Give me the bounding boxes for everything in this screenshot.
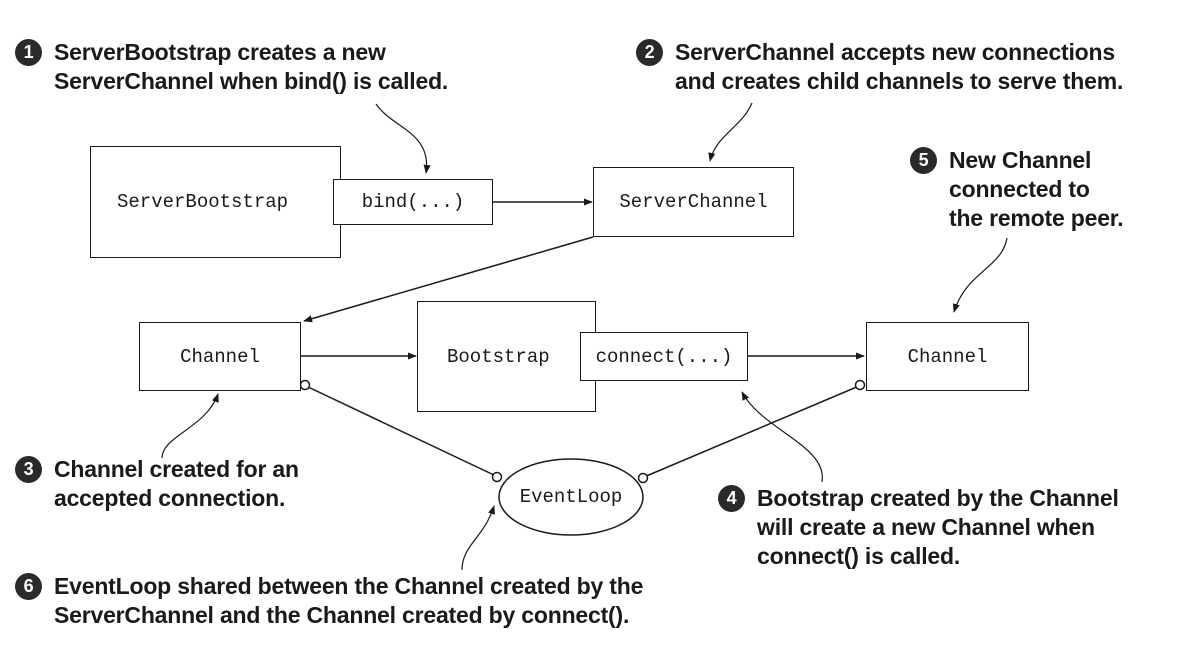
- link-end-eventloop-left: [491, 471, 503, 483]
- callout-5-line-2: connected to: [949, 176, 1090, 202]
- serverchannel-box: ServerChannel: [593, 167, 794, 237]
- callout-4-line-3: connect() is called.: [757, 543, 961, 569]
- eventloop-label: EventLoop: [519, 486, 623, 508]
- callout-2-text: ServerChannel accepts new connections an…: [675, 38, 1123, 96]
- eventloop-ellipse: [498, 458, 644, 536]
- serverchannel-label: ServerChannel: [619, 191, 768, 213]
- pointer-callout-4: [741, 391, 823, 483]
- callout-number-5: 5: [910, 147, 937, 174]
- channel-left-label: Channel: [180, 345, 260, 368]
- callout-3-line-1: Channel created for an: [54, 456, 299, 482]
- link-end-channel-left: [299, 379, 311, 391]
- connect-method-box: connect(...): [580, 332, 748, 381]
- callout-6-line-1: EventLoop shared between the Channel cre…: [54, 573, 644, 599]
- callout-6-text: EventLoop shared between the Channel cre…: [54, 572, 643, 630]
- bind-label: bind(...): [361, 191, 465, 213]
- connect-label: connect(...): [595, 345, 733, 368]
- channel-left-box: Channel: [139, 322, 301, 391]
- callout-number-3: 3: [15, 456, 42, 483]
- link-eventloop-to-channel-right: [643, 385, 860, 478]
- callout-4-text: Bootstrap created by the Channel will cr…: [757, 484, 1119, 571]
- callout-3-line-2: accepted connection.: [54, 485, 286, 511]
- callout-1-text: ServerBootstrap creates a new ServerChan…: [54, 38, 448, 96]
- callout-number-2: 2: [636, 39, 663, 66]
- link-end-channel-right: [854, 379, 866, 391]
- callout-2-line-2: and creates child channels to serve them…: [675, 68, 1124, 94]
- bootstrap-label: Bootstrap: [447, 345, 550, 368]
- pointer-callout-3: [161, 393, 219, 459]
- callout-2-line-1: ServerChannel accepts new connections: [675, 39, 1115, 65]
- pointer-callout-2: [708, 102, 753, 162]
- callout-1-line-2: ServerChannel when bind() is called.: [54, 68, 449, 94]
- callout-4-line-1: Bootstrap created by the Channel: [757, 485, 1119, 511]
- bind-method-box: bind(...): [333, 179, 493, 225]
- channel-right-label: Channel: [907, 345, 988, 368]
- callout-number-4: 4: [718, 485, 745, 512]
- channel-right-box: Channel: [866, 322, 1029, 391]
- callout-3-text: Channel created for an accepted connecti…: [54, 455, 299, 513]
- serverbootstrap-box: ServerBootstrap: [90, 146, 341, 258]
- callout-5-line-3: the remote peer.: [949, 205, 1124, 231]
- serverbootstrap-label: ServerBootstrap: [117, 191, 289, 213]
- callout-5-text: New Channel connected to the remote peer…: [949, 146, 1124, 233]
- callout-5-line-1: New Channel: [949, 147, 1092, 173]
- link-channel-left-to-eventloop: [305, 385, 497, 477]
- pointer-callout-1: [375, 103, 431, 174]
- callout-number-1: 1: [15, 39, 42, 66]
- link-end-eventloop-right: [637, 472, 649, 484]
- arrow-serverchannel-to-channel: [303, 236, 594, 323]
- pointer-callout-6: [461, 505, 496, 571]
- callout-number-6: 6: [15, 573, 42, 600]
- callout-4-line-2: will create a new Channel when: [757, 514, 1095, 540]
- callout-1-line-1: ServerBootstrap creates a new: [54, 39, 386, 65]
- bootstrap-box: Bootstrap: [417, 301, 596, 412]
- callout-6-line-2: ServerChannel and the Channel created by…: [54, 602, 630, 628]
- pointer-callout-5: [952, 237, 1008, 313]
